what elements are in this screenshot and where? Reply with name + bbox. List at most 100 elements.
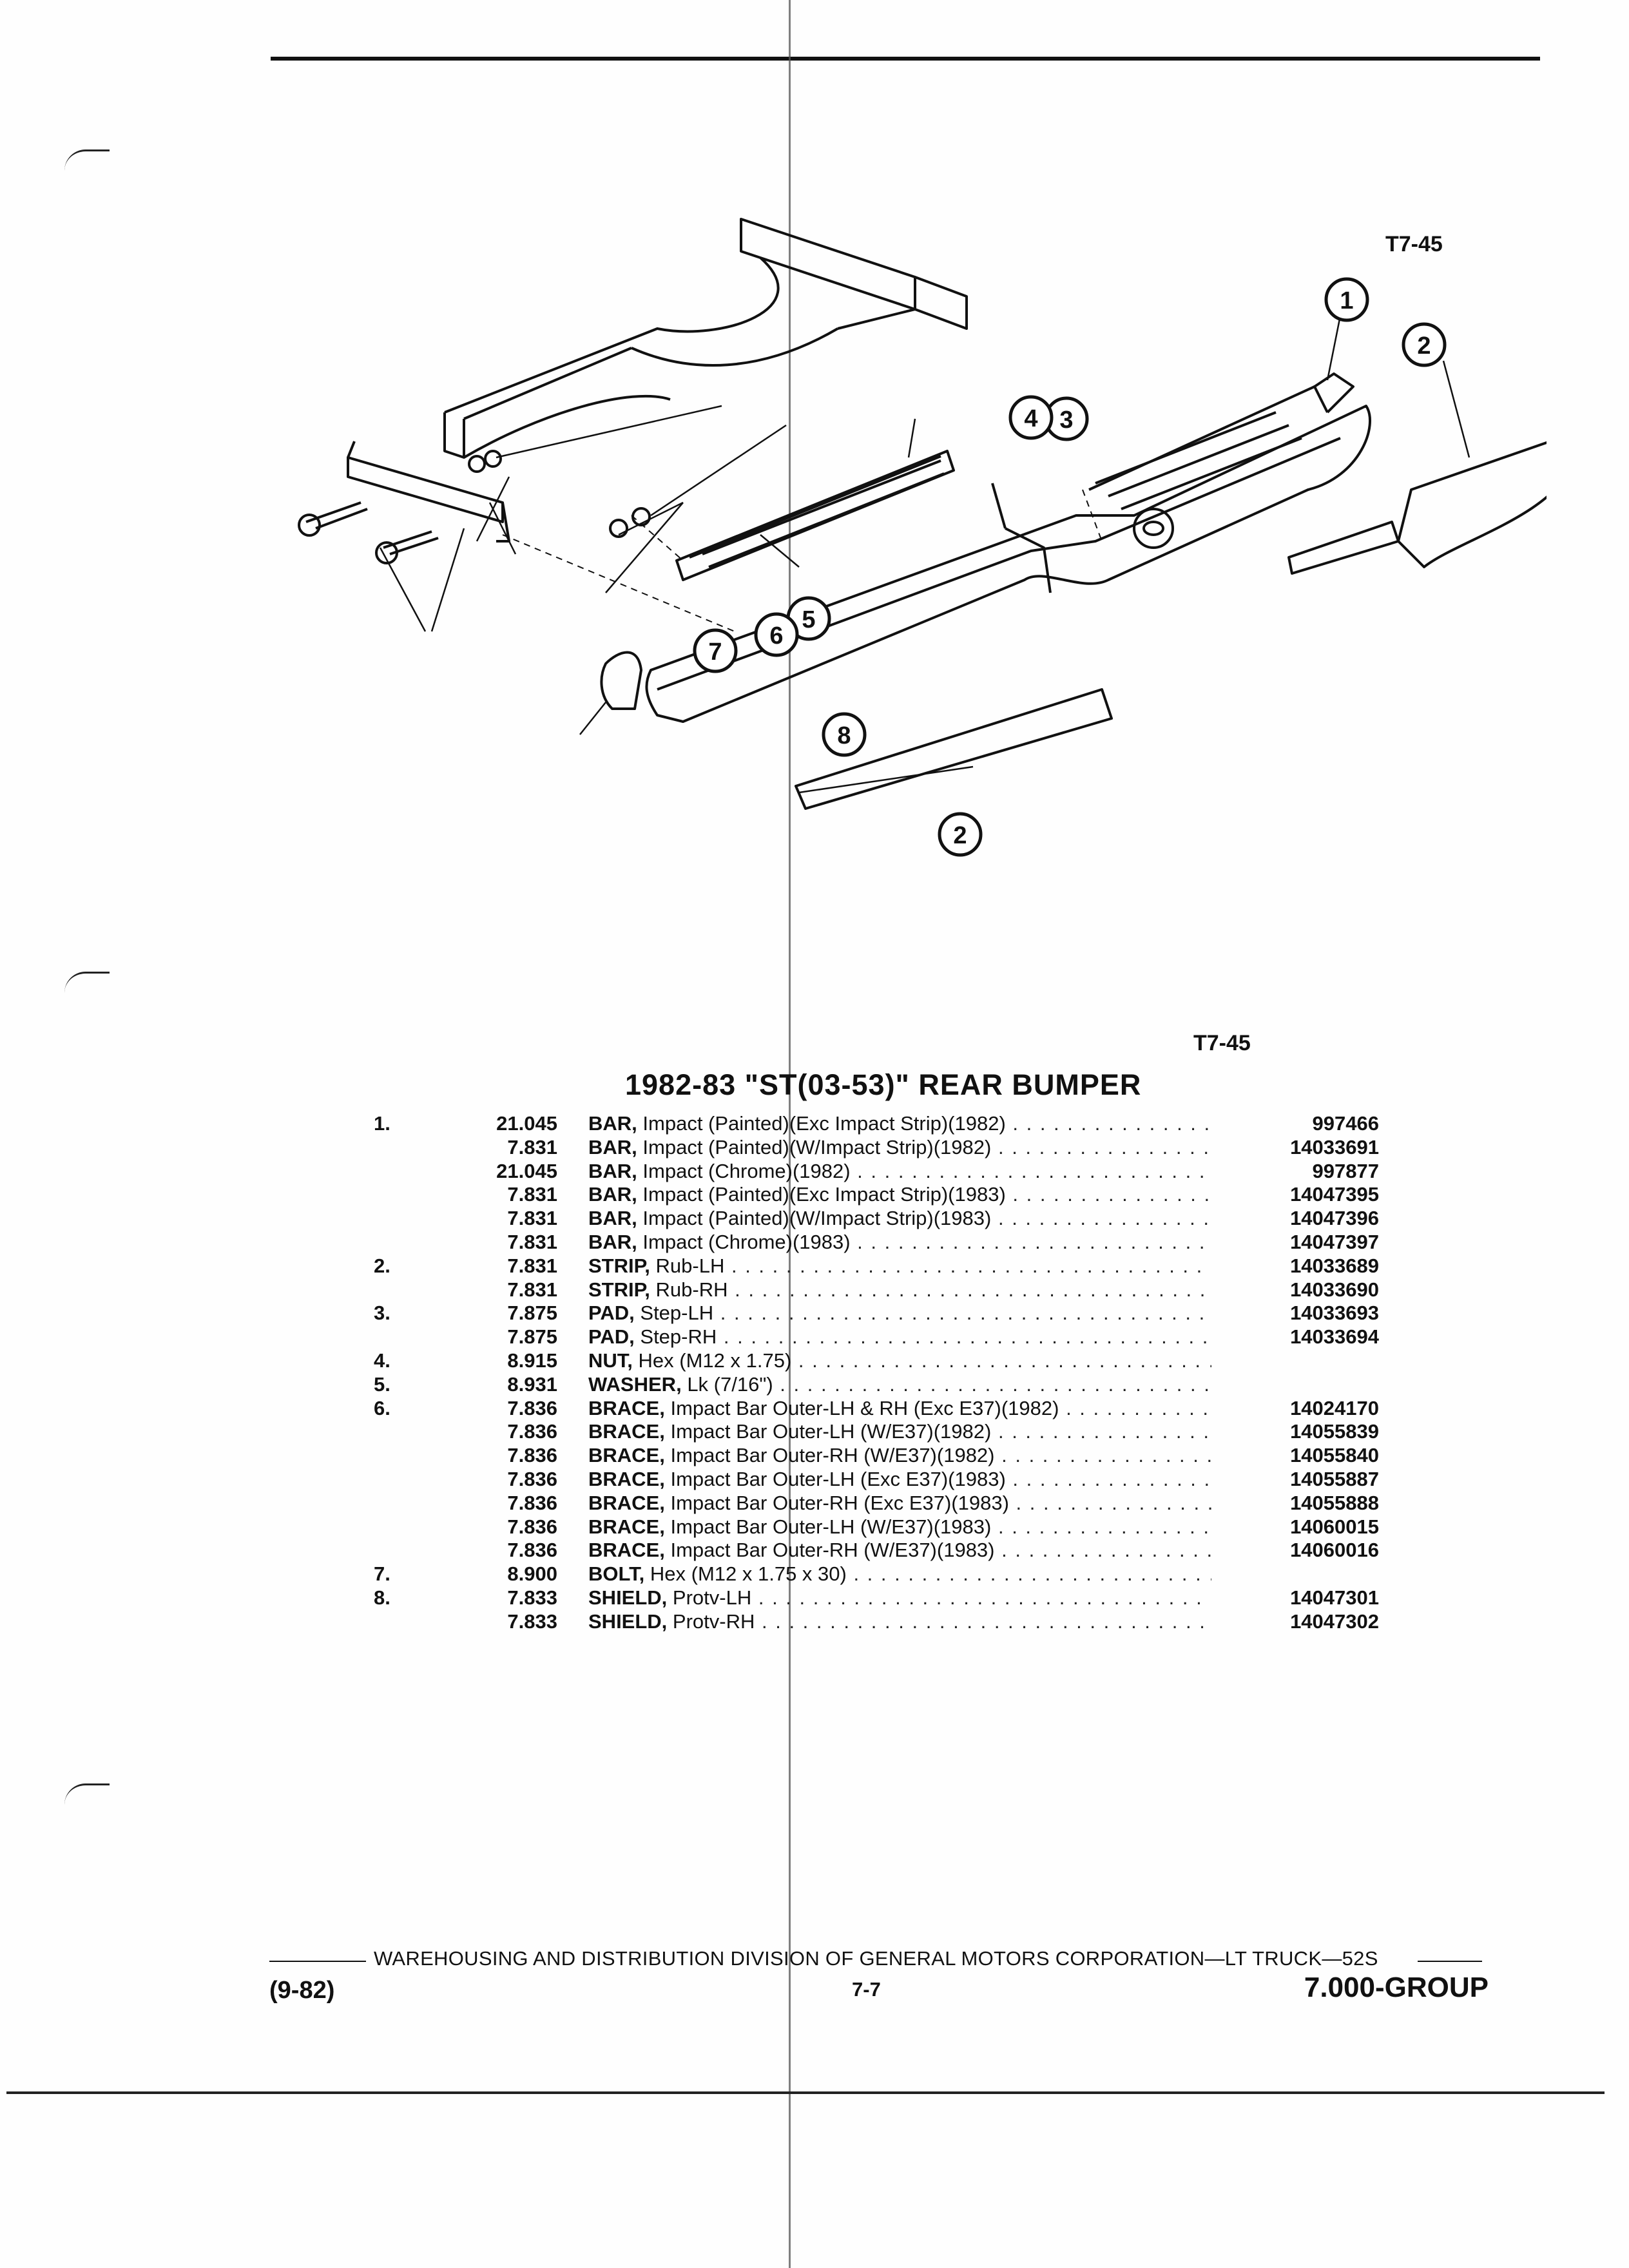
part-description: BAR, Impact (Painted)(Exc Impact Strip)(…	[588, 1183, 1211, 1207]
group-number: 8.931	[507, 1372, 557, 1396]
callout-3: 3	[1044, 396, 1089, 441]
part-name: BAR,	[588, 1135, 637, 1158]
dot-leader: . . . . . . . . . . . . . . . . . . . . …	[998, 1207, 1211, 1230]
callout-4: 4	[1008, 395, 1054, 440]
part-detail: Impact Bar Outer-LH & RH (Exc E37)(1982)	[670, 1396, 1059, 1419]
part-name: STRIP,	[588, 1278, 650, 1301]
bottom-rule	[6, 2091, 1605, 2094]
callout-7: 7	[693, 628, 738, 673]
group-number: 7.836	[507, 1539, 557, 1562]
part-name: BAR,	[588, 1159, 637, 1182]
group-number: 7.831	[507, 1183, 557, 1206]
part-description: STRIP, Rub-RH . . . . . . . . . . . . . …	[588, 1278, 1211, 1302]
part-number: 14047302	[1290, 1610, 1379, 1633]
part-name: BAR,	[588, 1183, 637, 1206]
part-description: BRACE, Impact Bar Outer-RH (W/E37)(1982)…	[588, 1444, 1211, 1468]
part-number: 14060015	[1290, 1515, 1379, 1538]
part-name: BRACE,	[588, 1444, 665, 1467]
part-name: SHIELD,	[588, 1586, 668, 1609]
rear-bumper-exploded-diagram: 1 2 2 3 4 5 6 7 8	[298, 218, 1547, 857]
margin-mark	[64, 149, 110, 171]
parts-row: 7.875 PAD, Step-RH . . . . . . . . . . . …	[374, 1325, 1379, 1349]
part-number: 14055840	[1290, 1444, 1379, 1467]
dot-leader: . . . . . . . . . . . . . . . . . . . . …	[998, 1135, 1211, 1158]
part-detail: Impact (Chrome)(1983)	[642, 1230, 851, 1253]
section-title: 1982-83 "ST(03-53)" REAR BUMPER	[625, 1068, 1142, 1101]
dot-leader: . . . . . . . . . . . . . . . . . . . . …	[1066, 1396, 1211, 1419]
group-number: 7.875	[507, 1325, 557, 1349]
part-name: PAD,	[588, 1325, 635, 1349]
footer-rule-right	[1418, 1961, 1482, 1962]
part-name: STRIP,	[588, 1254, 650, 1277]
top-rule	[271, 57, 1540, 61]
dot-leader: . . . . . . . . . . . . . . . . . . . . …	[735, 1278, 1211, 1301]
footer-group: 7.000-GROUP	[1304, 1972, 1489, 2003]
leader-lines	[379, 315, 1470, 794]
dot-leader: . . . . . . . . . . . . . . . . . . . . …	[761, 1610, 1211, 1633]
part-description: BOLT, Hex (M12 x 1.75 x 30) . . . . . . …	[588, 1562, 1211, 1586]
parts-row: 2. 7.831 STRIP, Rub-LH . . . . . . . . . .…	[374, 1254, 1379, 1278]
part-detail: Impact Bar Outer-LH (W/E37)(1983)	[670, 1515, 992, 1538]
part-detail: Impact Bar Outer-LH (W/E37)(1982)	[670, 1420, 992, 1443]
item-index: 7.	[374, 1562, 390, 1586]
part-description: BRACE, Impact Bar Outer-LH & RH (Exc E37…	[588, 1397, 1211, 1421]
dot-leader: . . . . . . . . . . . . . . . . . . . . …	[1016, 1491, 1211, 1514]
item-index: 2.	[374, 1254, 390, 1277]
group-number: 8.900	[507, 1562, 557, 1586]
part-description: BAR, Impact (Chrome)(1982) . . . . . . .…	[588, 1160, 1211, 1184]
page-fold-line	[789, 0, 791, 2268]
part-description: BAR, Impact (Painted)(Exc Impact Strip)(…	[588, 1112, 1211, 1136]
part-name: NUT,	[588, 1349, 633, 1372]
part-number: 14055887	[1290, 1467, 1379, 1490]
part-number: 14047395	[1290, 1183, 1379, 1206]
group-number: 7.836	[507, 1515, 557, 1538]
part-detail: Impact Bar Outer-RH (W/E37)(1983)	[670, 1539, 995, 1562]
dot-leader: . . . . . . . . . . . . . . . . . . . . …	[1012, 1112, 1211, 1135]
dot-leader: . . . . . . . . . . . . . . . . . . . . …	[857, 1159, 1211, 1182]
group-number: 7.831	[507, 1135, 557, 1158]
dot-leader: . . . . . . . . . . . . . . . . . . . . …	[1001, 1539, 1211, 1562]
dot-leader: . . . . . . . . . . . . . . . . . . . . …	[780, 1372, 1211, 1396]
footer-page-number: 7-7	[852, 1978, 881, 2001]
part-detail: Hex (M12 x 1.75)	[638, 1349, 792, 1372]
dot-leader: . . . . . . . . . . . . . . . . . . . . …	[1001, 1444, 1211, 1467]
dot-leader: . . . . . . . . . . . . . . . . . . . . …	[857, 1230, 1211, 1253]
hex-bolt-illustration	[298, 501, 439, 564]
svg-text:8: 8	[837, 722, 851, 749]
figure-label-top: T7-45	[1385, 232, 1443, 256]
part-number: 997877	[1312, 1159, 1379, 1182]
figure-label-bottom: T7-45	[1193, 1031, 1251, 1055]
group-number: 7.836	[507, 1467, 557, 1490]
part-number: 14033693	[1290, 1302, 1379, 1325]
group-number: 8.915	[507, 1349, 557, 1372]
part-name: BAR,	[588, 1112, 637, 1135]
dot-leader: . . . . . . . . . . . . . . . . . . . . …	[853, 1562, 1211, 1586]
svg-text:1: 1	[1340, 287, 1353, 314]
group-number: 7.833	[507, 1586, 557, 1609]
part-number: 997466	[1312, 1112, 1379, 1135]
callout-6: 6	[754, 612, 799, 657]
part-name: PAD,	[588, 1302, 635, 1325]
margin-mark	[64, 972, 110, 993]
part-description: PAD, Step-RH . . . . . . . . . . . . . .…	[588, 1325, 1211, 1349]
group-number: 7.831	[507, 1254, 557, 1277]
part-detail: Rub-LH	[655, 1254, 725, 1277]
parts-row: 7.831 BAR, Impact (Painted)(W/Impact Stri…	[374, 1136, 1379, 1160]
dot-leader: . . . . . . . . . . . . . . . . . . . . …	[731, 1254, 1211, 1277]
parts-row: 7.831 BAR, Impact (Painted)(Exc Impact St…	[374, 1183, 1379, 1207]
part-detail: Impact Bar Outer-RH (W/E37)(1982)	[670, 1444, 995, 1467]
part-name: BRACE,	[588, 1467, 665, 1490]
footer-rule-left	[269, 1961, 366, 1962]
part-description: BAR, Impact (Painted)(W/Impact Strip)(19…	[588, 1136, 1211, 1160]
group-number: 7.836	[507, 1396, 557, 1419]
